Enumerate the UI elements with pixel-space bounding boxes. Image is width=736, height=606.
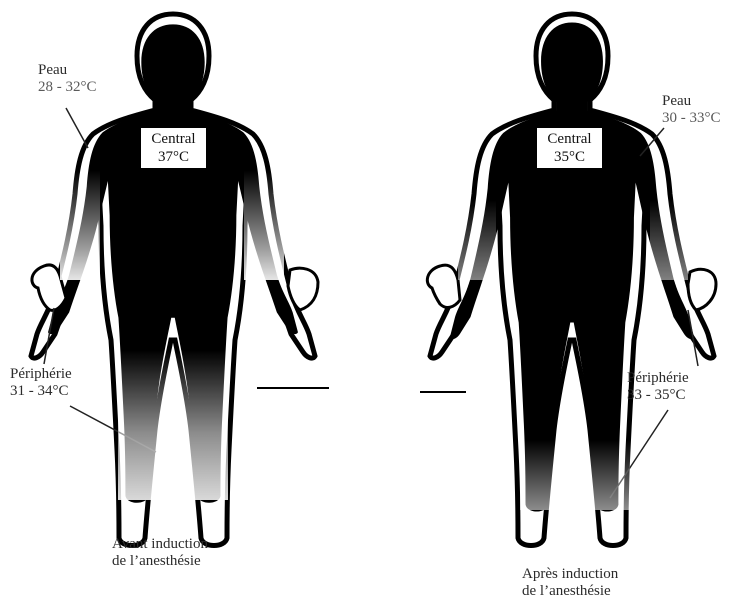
central-temp-apres: 35°C — [537, 148, 602, 166]
peri-title-apres: Périphérie — [627, 370, 689, 387]
label-peripherie-avant: Périphérie 31 - 34°C — [10, 366, 72, 400]
peau-range-avant: 28 - 32°C — [38, 79, 97, 96]
caption-avant: Avant induction de l’anesthésie — [112, 536, 208, 570]
label-peau-apres: Peau 30 - 33°C — [662, 93, 721, 127]
caption-apres-line1: Après induction — [522, 566, 618, 583]
arm-gradient-avant-left — [60, 170, 100, 280]
peri-title-avant: Périphérie — [10, 366, 72, 383]
leg-gradient-apres — [520, 440, 630, 510]
central-box-avant: Central 37°C — [141, 128, 206, 168]
label-peripherie-apres: Périphérie 33 - 35°C — [627, 370, 689, 404]
peri-range-apres: 33 - 35°C — [627, 387, 689, 404]
leg-gradient-avant — [118, 350, 228, 500]
central-title-avant: Central — [141, 130, 206, 148]
central-temp-avant: 37°C — [141, 148, 206, 166]
peau-title-avant: Peau — [38, 62, 97, 79]
central-box-apres: Central 35°C — [537, 128, 602, 168]
peau-title-apres: Peau — [662, 93, 721, 110]
arm-gradient-avant-right — [244, 170, 284, 280]
caption-apres-line2: de l’anesthésie — [522, 583, 618, 600]
caption-avant-line1: Avant induction — [112, 536, 208, 553]
peri-range-avant: 31 - 34°C — [10, 383, 72, 400]
caption-apres: Après induction de l’anesthésie — [522, 566, 618, 600]
caption-avant-line2: de l’anesthésie — [112, 553, 208, 570]
leader-peau-avant — [66, 108, 88, 148]
central-title-apres: Central — [537, 130, 602, 148]
label-peau-avant: Peau 28 - 32°C — [38, 62, 97, 96]
arm-gradient-apres-left — [458, 200, 496, 280]
arm-gradient-apres-right — [650, 200, 688, 280]
peau-range-apres: 30 - 33°C — [662, 110, 721, 127]
